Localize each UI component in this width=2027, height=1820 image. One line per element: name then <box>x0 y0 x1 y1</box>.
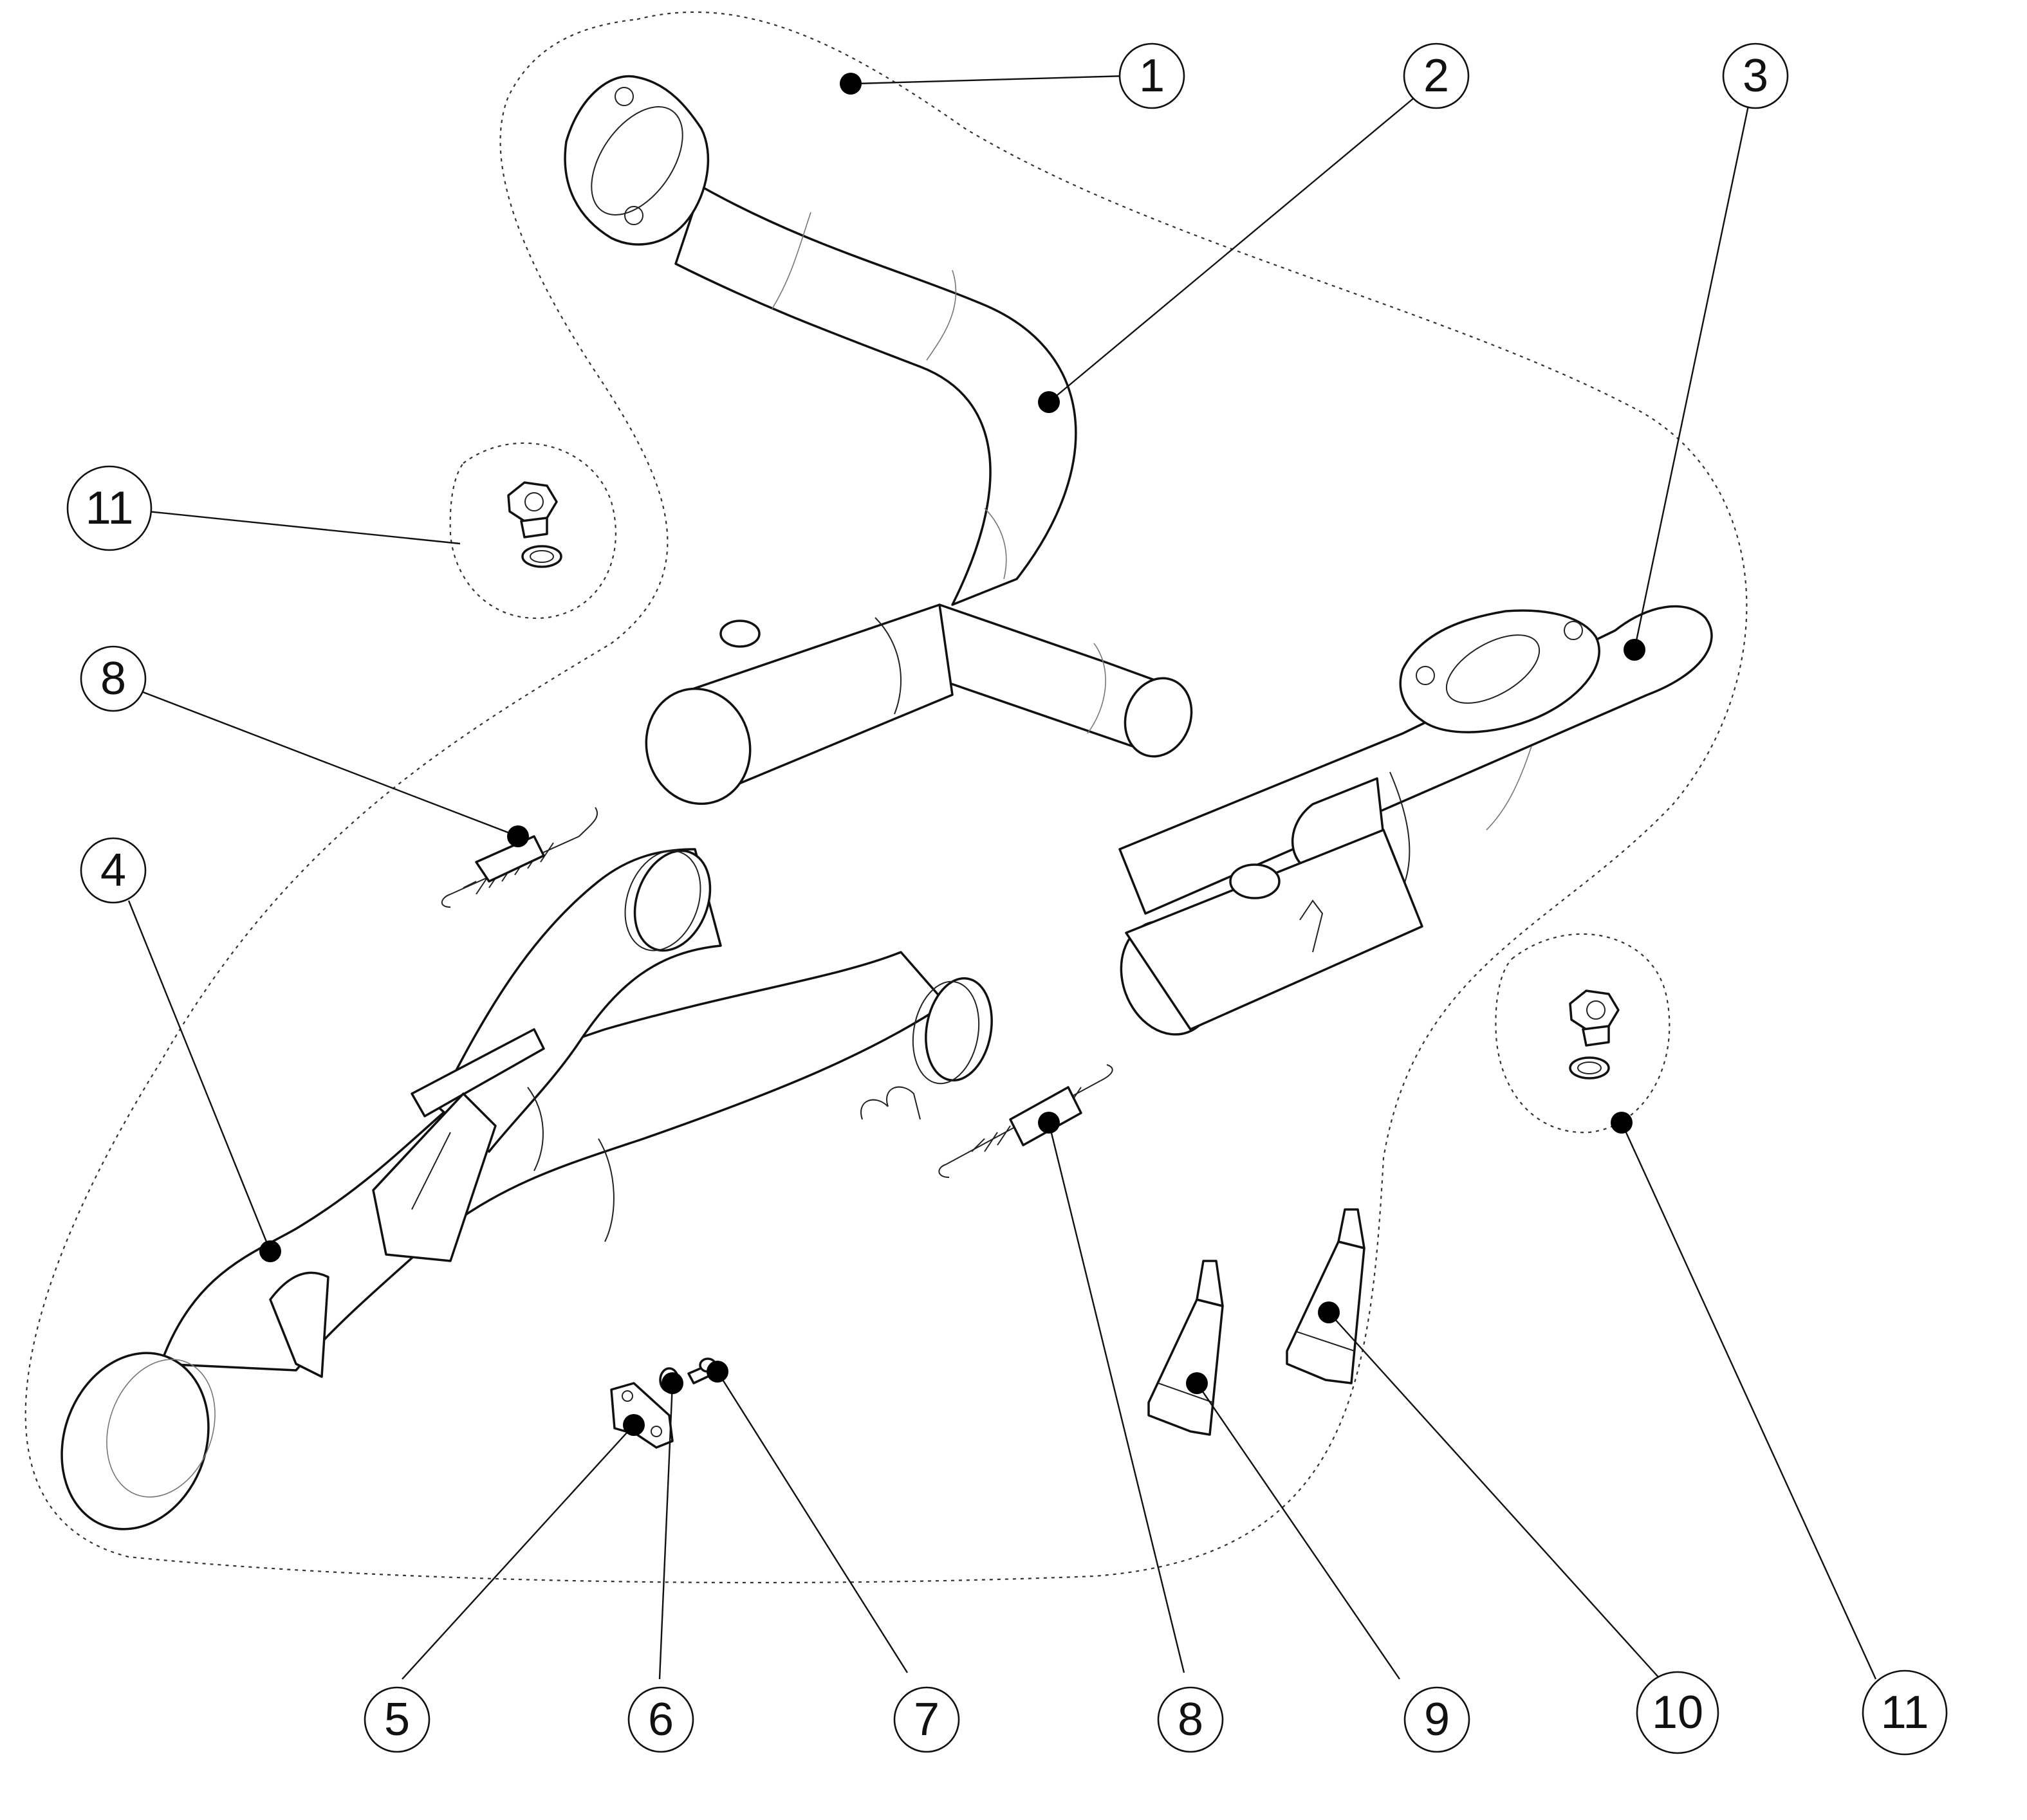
sealant-tube <box>1147 1260 1224 1436</box>
grease-tube <box>1286 1208 1365 1384</box>
leader-dot-6 <box>662 1372 683 1394</box>
header-pipe-right <box>1118 605 1713 1036</box>
leader-dot-8-lower <box>1038 1112 1060 1134</box>
callout-8-upper: 8 <box>80 645 147 712</box>
callout-10-label: 10 <box>1652 1687 1703 1738</box>
callout-9: 9 <box>1403 1686 1470 1753</box>
kit-outline-nut-left <box>449 442 616 620</box>
leader-dot-7 <box>707 1361 728 1383</box>
leader-dot-5 <box>623 1414 645 1436</box>
leader-dot-11 <box>1611 1112 1633 1134</box>
leader-dot-10 <box>1318 1301 1340 1323</box>
callout-3-label: 3 <box>1743 50 1768 102</box>
callout-8-lower: 8 <box>1157 1686 1224 1753</box>
callout-5: 5 <box>364 1686 430 1753</box>
callout-7-label: 7 <box>914 1694 939 1745</box>
callout-1: 1 <box>1118 42 1185 109</box>
callout-2: 2 <box>1403 42 1470 109</box>
leader-lines <box>127 75 1877 1680</box>
callout-6-label: 6 <box>648 1694 674 1745</box>
nut-washer-left <box>507 481 562 568</box>
callout-10: 10 <box>1636 1671 1719 1754</box>
callout-9-label: 9 <box>1424 1694 1450 1745</box>
leader-dots <box>259 73 1645 1436</box>
callouts: 1 2 3 4 5 6 7 8 <box>66 42 1948 1756</box>
leader-dot-3 <box>1624 639 1645 661</box>
callout-8-lower-label: 8 <box>1178 1694 1203 1745</box>
callout-3: 3 <box>1722 42 1789 109</box>
leader-dot-1 <box>840 73 862 95</box>
callout-7: 7 <box>893 1686 960 1753</box>
kit-outline-main <box>24 11 1748 1584</box>
spring-upper <box>441 807 598 908</box>
mounting-bracket <box>610 1382 674 1449</box>
callout-11-left: 11 <box>66 465 153 551</box>
leader-dot-2 <box>1038 391 1060 413</box>
callout-4: 4 <box>80 837 147 904</box>
callout-11-right-label: 11 <box>1881 1687 1929 1738</box>
kit-outline-nut-right <box>1495 933 1671 1134</box>
callout-11-left-label: 11 <box>86 483 134 534</box>
header-pipe-left <box>564 75 1193 805</box>
callout-6: 6 <box>627 1686 694 1753</box>
collector-pipe <box>60 848 993 1530</box>
spring-lower <box>938 1064 1113 1178</box>
nut-washer-right <box>1569 989 1620 1080</box>
callout-2-label: 2 <box>1423 50 1449 102</box>
leader-dot-9 <box>1186 1372 1208 1394</box>
callout-5-label: 5 <box>384 1694 410 1745</box>
leader-dot-8-upper <box>507 825 529 847</box>
callout-11-right: 11 <box>1862 1669 1948 1756</box>
callout-8-upper-label: 8 <box>100 653 126 704</box>
leader-dot-4 <box>259 1240 281 1262</box>
callout-1-label: 1 <box>1139 50 1165 102</box>
callout-4-label: 4 <box>100 845 126 896</box>
